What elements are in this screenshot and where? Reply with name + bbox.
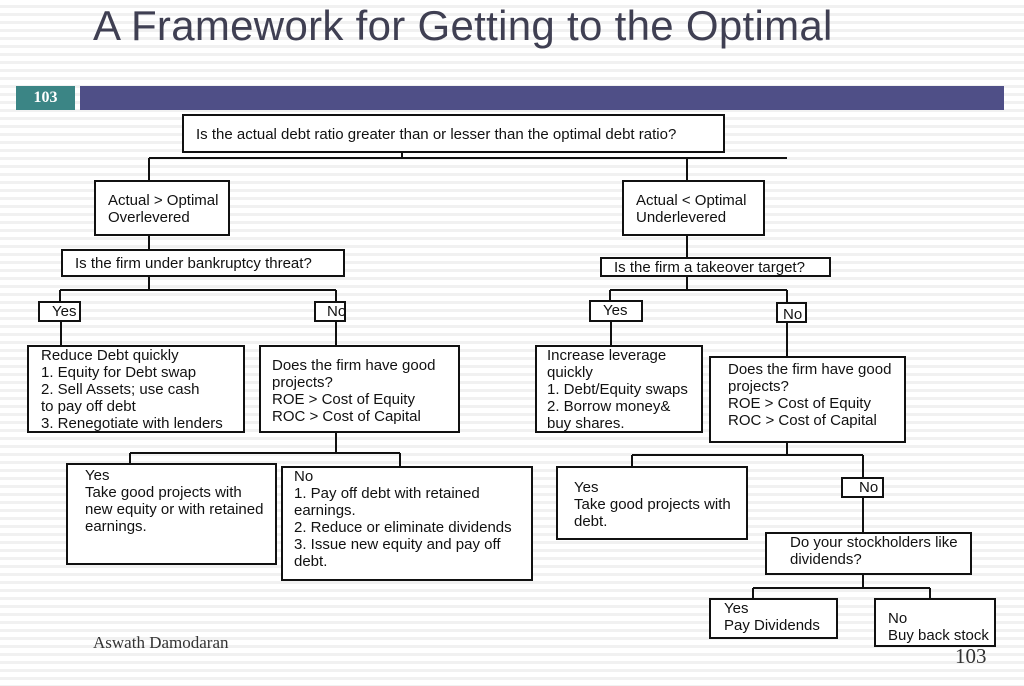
connector [609,236,788,356]
left-yes-box: Yes Take good projects with new equity o… [66,463,277,565]
bankruptcy-yes: Yes [38,301,81,322]
right-yes-box: Yes Take good projects with debt. [556,466,748,540]
bankruptcy-no: No [314,301,346,322]
right-no-box: No [841,477,884,498]
footer-author: Aswath Damodaran [93,633,229,652]
connector [129,433,401,466]
connector [59,236,337,345]
dividends-question: Do your stockholders like dividends? [765,532,972,575]
bankruptcy-question: Is the firm under bankruptcy threat? [61,249,345,277]
slide-number-badge: 103 [16,86,75,110]
underlevered-box: Actual < Optimal Underlevered [622,180,765,236]
good-projects-left: Does the firm have good projects? ROE > … [259,345,460,433]
header-bar [80,86,1004,110]
takeover-yes: Yes [589,300,643,322]
takeover-question: Is the firm a takeover target? [600,257,831,277]
root-question: Is the actual debt ratio greater than or… [182,114,725,153]
increase-leverage-box: Increase leverage quickly 1. Debt/Equity… [535,345,703,433]
slide-title: A Framework for Getting to the Optimal [93,2,833,49]
reduce-debt-box: Reduce Debt quickly 1. Equity for Debt s… [27,345,245,433]
pay-dividends-box: Yes Pay Dividends [709,598,838,639]
good-projects-right: Does the firm have good projects? ROE > … [709,356,906,443]
takeover-no: No [776,302,807,323]
left-no-box: No 1. Pay off debt with retained earning… [281,466,533,581]
footer-page-number: 103 [955,644,987,668]
connector [631,443,931,598]
connector [148,153,787,180]
overlevered-box: Actual > Optimal Overlevered [94,180,230,236]
buy-back-box: No Buy back stock [874,598,996,647]
